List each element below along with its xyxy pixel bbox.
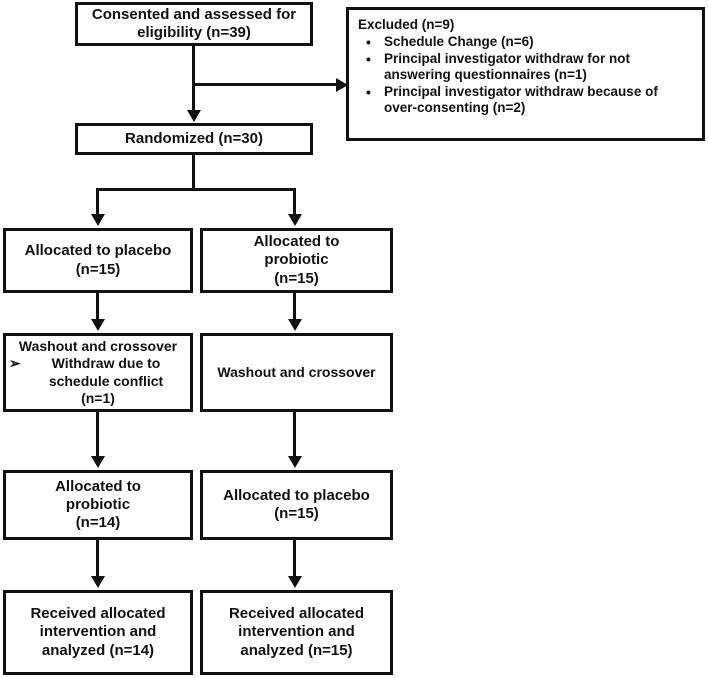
excluded-reason-list: • Schedule Change (n=6) • Principal inve… bbox=[358, 34, 693, 116]
excluded-reason-item: • Schedule Change (n=6) bbox=[366, 34, 534, 51]
connector-probiotic1-to-washout bbox=[293, 293, 296, 321]
washout-left-subitem: ➢ Withdraw due to schedule conflict bbox=[9, 355, 164, 389]
excluded-reason-item: • Principal investigator withdraw for no… bbox=[366, 50, 631, 83]
excluded-reason-item: • Principal investigator withdraw becaus… bbox=[366, 83, 658, 116]
bullet-icon: • bbox=[366, 83, 371, 100]
arrowhead-received-right bbox=[288, 576, 302, 588]
arrowhead-washout-left bbox=[91, 319, 105, 331]
washout-left-count: (n=1) bbox=[81, 389, 115, 406]
node-allocated-placebo-1: Allocated to placebo (n=15) bbox=[3, 228, 193, 293]
connector-to-excluded bbox=[192, 83, 340, 86]
arrowhead-allocated-probiotic-2 bbox=[91, 456, 105, 468]
arrowhead-excluded bbox=[336, 77, 348, 92]
node-randomized-text: Randomized (n=30) bbox=[125, 129, 263, 147]
arrowhead-allocated-placebo-2 bbox=[288, 456, 302, 468]
connector-washout-right-to-placebo2 bbox=[293, 412, 296, 458]
arrowhead-received-left bbox=[91, 576, 105, 588]
connector-washout-left-to-probiotic2 bbox=[96, 412, 99, 458]
connector-placebo2-to-received-right bbox=[293, 540, 296, 578]
washout-left-header: Washout and crossover bbox=[18, 338, 178, 355]
connector-randomized-stem bbox=[192, 155, 195, 190]
node-consented-assessed-text: Consented and assessed for eligibility (… bbox=[91, 5, 297, 41]
arrowhead-allocated-probiotic-1 bbox=[288, 214, 302, 226]
connector-randomized-split bbox=[96, 188, 296, 191]
node-allocated-probiotic-1: Allocated to probiotic (n=15) bbox=[200, 228, 393, 293]
node-washout-left-text: Washout and crossover ➢ Withdraw due to … bbox=[9, 338, 187, 406]
arrow-bullet-icon: ➢ bbox=[9, 355, 21, 372]
node-washout-left: Washout and crossover ➢ Withdraw due to … bbox=[3, 333, 193, 412]
node-randomized: Randomized (n=30) bbox=[75, 123, 313, 155]
connector-probiotic2-to-received-left bbox=[96, 540, 99, 578]
excluded-title: Excluded (n=9) bbox=[358, 17, 455, 32]
node-excluded-text: Excluded (n=9) • Schedule Change (n=6) •… bbox=[358, 17, 693, 117]
connector-split-left bbox=[96, 188, 99, 216]
connector-split-right bbox=[293, 188, 296, 216]
node-consented-assessed: Consented and assessed for eligibility (… bbox=[75, 2, 313, 46]
connector-placebo1-to-washout bbox=[96, 293, 99, 321]
arrowhead-washout-right bbox=[288, 319, 302, 331]
bullet-icon: • bbox=[366, 34, 371, 51]
node-washout-right-text: Washout and crossover bbox=[217, 363, 376, 380]
node-received-right-text: Received allocated intervention and anal… bbox=[228, 605, 365, 659]
node-received-left: Received allocated intervention and anal… bbox=[3, 590, 193, 675]
node-allocated-placebo-2-text: Allocated to placebo (n=15) bbox=[223, 486, 370, 522]
connector-consented-to-randomized bbox=[192, 46, 195, 114]
node-received-right: Received allocated intervention and anal… bbox=[200, 590, 393, 675]
node-allocated-probiotic-2: Allocated to probiotic (n=14) bbox=[3, 470, 193, 540]
node-allocated-probiotic-1-text: Allocated to probiotic (n=15) bbox=[253, 233, 340, 287]
arrowhead-allocated-placebo-1 bbox=[91, 214, 105, 226]
node-excluded: Excluded (n=9) • Schedule Change (n=6) •… bbox=[346, 7, 705, 141]
node-washout-right: Washout and crossover bbox=[200, 333, 393, 412]
node-allocated-placebo-1-text: Allocated to placebo (n=15) bbox=[24, 242, 172, 278]
bullet-icon: • bbox=[366, 50, 371, 67]
node-allocated-probiotic-2-text: Allocated to probiotic (n=14) bbox=[55, 477, 141, 532]
node-allocated-placebo-2: Allocated to placebo (n=15) bbox=[200, 470, 393, 540]
arrowhead-randomized bbox=[186, 110, 201, 122]
node-received-left-text: Received allocated intervention and anal… bbox=[30, 605, 166, 659]
